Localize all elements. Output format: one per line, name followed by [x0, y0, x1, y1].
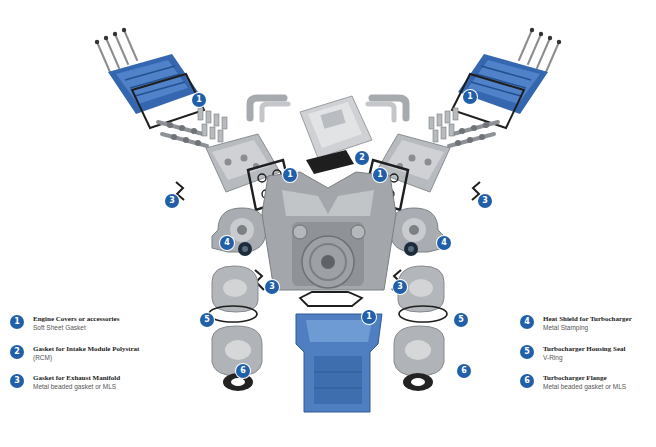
- callout-text: 1: [366, 313, 372, 321]
- callout-text: 6: [240, 367, 246, 375]
- callout-number: 3: [478, 194, 492, 208]
- callout-number: 5: [200, 313, 214, 327]
- callout-text: 5: [524, 348, 530, 356]
- callout-number: 2: [10, 345, 24, 359]
- callout-number: 4: [520, 315, 534, 329]
- callout-number: 1: [192, 93, 206, 107]
- oil-pan-gasket: [300, 292, 362, 306]
- callout-number: 3: [393, 280, 407, 294]
- callout-number: 6: [520, 374, 534, 388]
- intake-gasket: [306, 150, 354, 174]
- callout-number: 3: [165, 194, 179, 208]
- callout-number: 2: [355, 151, 369, 165]
- callout-number: 1: [283, 168, 297, 182]
- callout-text: 5: [458, 316, 464, 324]
- callout-text: 3: [482, 197, 488, 205]
- callout-number: 1: [373, 168, 387, 182]
- intake-module: [300, 96, 372, 158]
- callout-text: 3: [269, 283, 275, 291]
- engine-block: [262, 172, 396, 290]
- callout-number: 3: [10, 374, 24, 388]
- callout-text: 3: [14, 377, 20, 385]
- callout-text: 3: [397, 283, 403, 291]
- callout-number: 6: [457, 364, 471, 378]
- callout-text: 4: [441, 239, 447, 247]
- callout-text: 2: [359, 154, 365, 162]
- legend-description: V-Ring: [543, 354, 563, 361]
- legend-heading: Heat Shield for Turbocharger: [543, 315, 632, 323]
- legend-description: Metal Stamping: [543, 324, 588, 331]
- legend-description: Metal beaded gasket or MLS: [33, 383, 116, 390]
- callout-number: 5: [520, 345, 534, 359]
- callout-text: 3: [169, 197, 175, 205]
- legend-heading: Turbocharger Housing Seal: [543, 345, 625, 353]
- callout-number: 3: [265, 280, 279, 294]
- legend-description: Soft Sheet Gasket: [33, 324, 86, 331]
- callout-number: 4: [437, 236, 451, 250]
- callout-text: 1: [287, 171, 293, 179]
- callout-text: 1: [14, 318, 20, 326]
- callout-text: 1: [377, 171, 383, 179]
- callout-text: 4: [524, 318, 530, 326]
- legend-description: Metal beaded gasket or MLS: [543, 383, 626, 390]
- callout-text: 6: [524, 377, 530, 385]
- callout-number: 4: [220, 236, 234, 250]
- callout-text: 1: [196, 96, 202, 104]
- callout-text: 2: [14, 348, 20, 356]
- legend-heading: Gasket for Exhaust Manifold: [33, 374, 120, 382]
- callout-number: 1: [10, 315, 24, 329]
- callout-text: 1: [467, 93, 473, 101]
- callout-text: 6: [461, 367, 467, 375]
- callout-number: 5: [454, 313, 468, 327]
- callout-text: 4: [224, 239, 230, 247]
- callout-number: 6: [236, 364, 250, 378]
- legend-description: (RCM): [33, 354, 52, 361]
- callout-number: 1: [463, 90, 477, 104]
- legend-heading: Turbocharger Flange: [543, 374, 607, 382]
- legend-heading: Engine Covers or accessories: [33, 315, 119, 323]
- callout-text: 5: [204, 316, 210, 324]
- callout-number: 1: [362, 310, 376, 324]
- oil-pan: [296, 314, 382, 412]
- legend-heading: Gasket for Intake Module Polystrat: [33, 345, 139, 353]
